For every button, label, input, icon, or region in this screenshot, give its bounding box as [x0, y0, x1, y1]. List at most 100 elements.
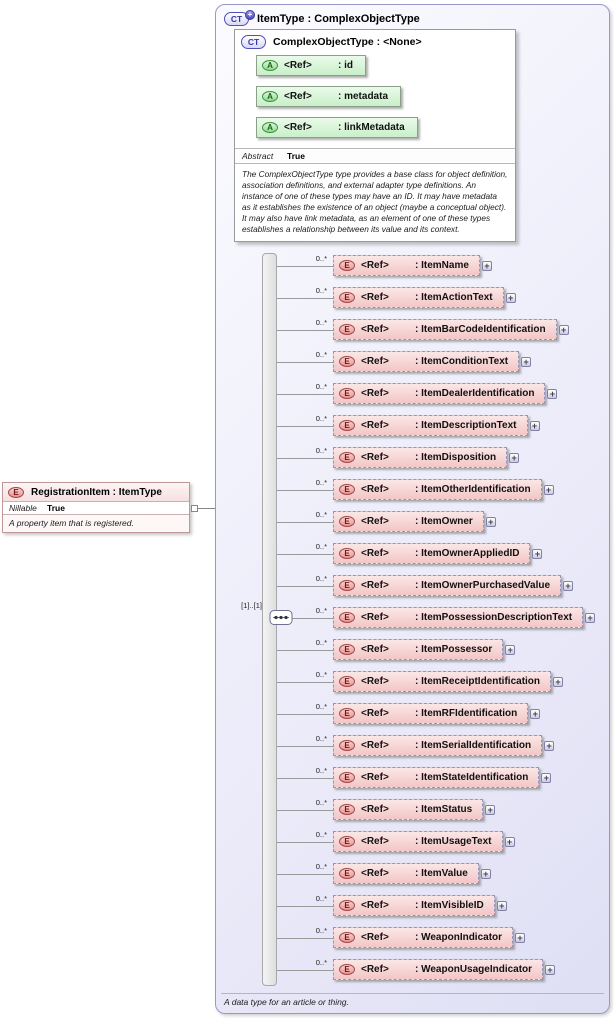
base-type-box[interactable]: CT ComplexObjectType : <None> A <Ref> : … — [234, 29, 516, 242]
element-ref: <Ref> — [361, 772, 389, 783]
element-row: 0..* E <Ref> : ItemOtherIdentification + — [277, 474, 611, 506]
source-element-header[interactable]: E RegistrationItem : ItemType — [3, 483, 189, 501]
element-row: 0..* E <Ref> : ItemPossessionDescription… — [277, 602, 611, 634]
element-name: : ItemVisibleID — [415, 900, 484, 911]
element-box[interactable]: E <Ref> : ItemDisposition + — [333, 447, 520, 468]
element-box[interactable]: E <Ref> : ItemRFIdentification + — [333, 703, 541, 724]
expand-button[interactable]: + — [541, 772, 552, 783]
element-box[interactable]: E <Ref> : ItemName + — [333, 255, 492, 276]
expand-button[interactable]: + — [529, 420, 540, 431]
expand-button[interactable]: + — [547, 388, 558, 399]
element-connector-line — [277, 586, 333, 587]
expand-button[interactable]: + — [496, 900, 507, 911]
expand-button[interactable]: + — [504, 836, 515, 847]
element-name: : ItemOtherIdentification — [415, 484, 531, 495]
expand-button[interactable]: + — [532, 548, 543, 559]
element-cardinality: 0..* — [315, 830, 327, 839]
element-box[interactable]: E <Ref> : ItemUsageText + — [333, 831, 515, 852]
expand-button[interactable]: + — [553, 676, 564, 687]
attribute-box[interactable]: A <Ref> : linkMetadata — [256, 117, 418, 138]
element-ref: <Ref> — [361, 356, 389, 367]
element-box[interactable]: E <Ref> : WeaponUsageIndicator + — [333, 959, 556, 980]
facet-value: True — [287, 151, 305, 161]
attribute-box[interactable]: A <Ref> : metadata — [256, 86, 402, 107]
element-box[interactable]: E <Ref> : ItemPossessor + — [333, 639, 516, 660]
element-box[interactable]: E <Ref> : ItemOtherIdentification + — [333, 479, 554, 500]
element-ref: <Ref> — [361, 516, 389, 527]
element-ref: <Ref> — [361, 260, 389, 271]
expand-button[interactable]: + — [545, 964, 556, 975]
attribute-box[interactable]: A <Ref> : id — [256, 55, 366, 76]
element-cardinality: 0..* — [315, 862, 327, 871]
element-row: 0..* E <Ref> : ItemName + — [277, 250, 611, 282]
element-name: : ItemSerialIdentification — [415, 740, 532, 751]
attribute-ref: <Ref> — [284, 60, 312, 71]
expand-button[interactable]: + — [505, 644, 516, 655]
expand-button[interactable]: + — [585, 612, 596, 623]
element-icon: E — [339, 900, 355, 911]
expand-button[interactable]: + — [515, 932, 526, 943]
expand-button[interactable]: + — [485, 516, 496, 527]
element-box[interactable]: E <Ref> : WeaponIndicator + — [333, 927, 526, 948]
expand-button[interactable]: + — [480, 868, 491, 879]
element-ref: <Ref> — [361, 708, 389, 719]
element-cardinality: 0..* — [315, 798, 327, 807]
element-icon: E — [339, 676, 355, 687]
element-box[interactable]: E <Ref> : ItemConditionText + — [333, 351, 532, 372]
expand-button[interactable]: + — [558, 324, 569, 335]
element-box[interactable]: E <Ref> : ItemPossessionDescriptionText … — [333, 607, 596, 628]
expand-button[interactable]: + — [509, 452, 520, 463]
sequence-cardinality: [1]..[1] — [241, 601, 262, 610]
main-type-header[interactable]: CT + ItemType : ComplexObjectType — [216, 5, 609, 26]
element-box[interactable]: E <Ref> : ItemReceiptIdentification + — [333, 671, 564, 692]
element-box[interactable]: E <Ref> : ItemDealerIdentification + — [333, 383, 558, 404]
element-box[interactable]: E <Ref> : ItemBarCodeIdentification + — [333, 319, 569, 340]
facet-label: Abstract — [242, 151, 274, 161]
element-ref: <Ref> — [361, 836, 389, 847]
element-rows: 0..* E <Ref> : ItemName + 0..* E <Ref> :… — [277, 250, 611, 986]
element-icon: E — [339, 932, 355, 943]
base-type-header[interactable]: CT ComplexObjectType : <None> — [235, 30, 515, 51]
element-connector-line — [277, 458, 333, 459]
element-box[interactable]: E <Ref> : ItemSerialIdentification + — [333, 735, 555, 756]
element-box[interactable]: E <Ref> : ItemOwnerPurchasedValue + — [333, 575, 574, 596]
base-facet-row: Abstract True — [235, 148, 515, 164]
expand-button[interactable]: + — [544, 740, 555, 751]
element-ref: <Ref> — [361, 548, 389, 559]
expand-button[interactable]: + — [485, 804, 496, 815]
element-row: 0..* E <Ref> : ItemUsageText + — [277, 826, 611, 858]
element-cardinality: 0..* — [315, 734, 327, 743]
expand-button[interactable]: + — [481, 260, 492, 271]
element-connector-line — [277, 394, 333, 395]
element-box[interactable]: E <Ref> : ItemActionText + — [333, 287, 516, 308]
element-box[interactable]: E <Ref> : ItemOwnerAppliedID + — [333, 543, 543, 564]
element-box[interactable]: E <Ref> : ItemDescriptionText + — [333, 415, 540, 436]
element-name: : ItemDescriptionText — [415, 420, 517, 431]
element-connector-line — [277, 970, 333, 971]
element-icon: E — [339, 356, 355, 367]
element-ref: <Ref> — [361, 292, 389, 303]
element-icon: E — [339, 708, 355, 719]
attribute-name: : id — [338, 60, 353, 71]
element-box[interactable]: E <Ref> : ItemOwner + — [333, 511, 496, 532]
element-cardinality: 0..* — [315, 542, 327, 551]
element-name: : ItemPossessionDescriptionText — [415, 612, 573, 623]
expand-button[interactable]: + — [530, 708, 541, 719]
element-name: : ItemPossessor — [415, 644, 493, 655]
element-box[interactable]: E <Ref> : ItemStateIdentification + — [333, 767, 552, 788]
element-row: 0..* E <Ref> : ItemSerialIdentification … — [277, 730, 611, 762]
expand-button[interactable]: + — [505, 292, 516, 303]
element-box[interactable]: E <Ref> : ItemValue + — [333, 863, 491, 884]
expand-button[interactable]: + — [543, 484, 554, 495]
element-box[interactable]: E <Ref> : ItemVisibleID + — [333, 895, 507, 916]
element-ref: <Ref> — [361, 868, 389, 879]
element-box[interactable]: E <Ref> : ItemStatus + — [333, 799, 496, 820]
element-row: 0..* E <Ref> : ItemStatus + — [277, 794, 611, 826]
element-row: 0..* E <Ref> : ItemOwnerAppliedID + — [277, 538, 611, 570]
sequence-icon[interactable] — [269, 609, 293, 631]
element-icon: E — [339, 452, 355, 463]
element-icon: E — [8, 487, 24, 498]
expand-button[interactable]: + — [521, 356, 532, 367]
expand-button[interactable]: + — [563, 580, 574, 591]
